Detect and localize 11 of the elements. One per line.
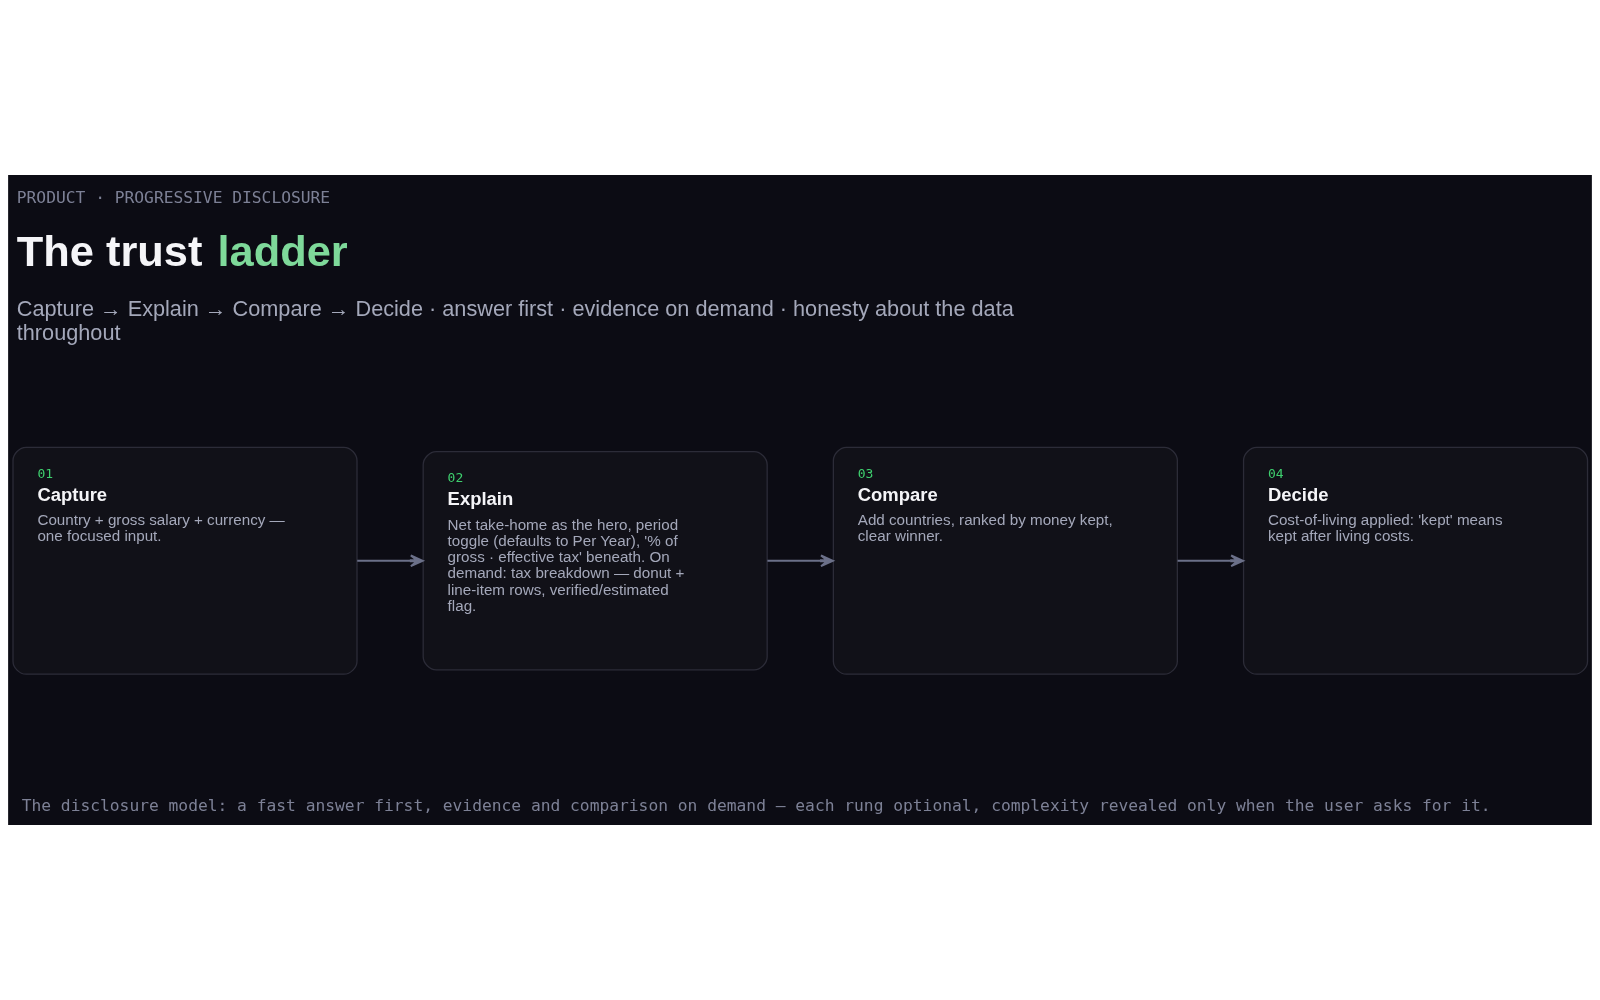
- node-box: 02 Explain Net take-home as the hero, period toggle (defaults to Per Year), '% of gross · effective tax' beneath. On demand: tax breakdown — donut + line-item rows, verified/estimated flag.: [422, 451, 768, 671]
- diagram-title: The trust ladder: [16, 227, 348, 276]
- label: PRODUCT · PROGRESSIVE DISCLOSURE: [16, 188, 331, 208]
- label: Capture → Explain → Compare → Decide · answer first · evidence on demand · honesty about the data throughout: [16, 296, 1014, 345]
- node-box: 04 Decide Cost-of-living applied: 'kept' means kept after living costs.: [1242, 446, 1589, 675]
- node-box: 01 Capture Country + gross salary + currency — one focused input.: [12, 446, 358, 675]
- arrow: [356, 554, 424, 568]
- node-box: 03 Compare Add countries, ranked by money kept, clear winner.: [832, 446, 1178, 675]
- arrow: [1176, 554, 1245, 568]
- arrow: [766, 554, 834, 568]
- caption: The disclosure model: a fast answer first, evidence and comparison on demand — each rung optional, complexity revealed only when the user asks for it.: [21, 796, 1491, 816]
